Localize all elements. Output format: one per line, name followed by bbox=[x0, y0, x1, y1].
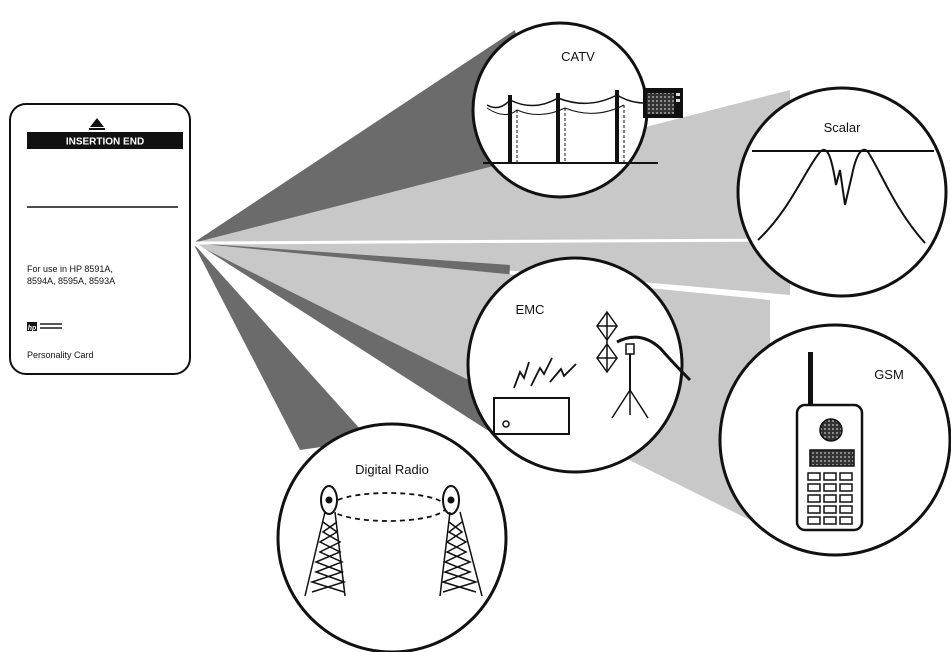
usage-line-1: For use in HP 8591A, bbox=[27, 264, 113, 274]
digital-radio-label: Digital Radio bbox=[355, 462, 429, 477]
insertion-band-label: INSERTION END bbox=[66, 137, 144, 148]
scalar-response-icon bbox=[752, 148, 934, 244]
personality-card: INSERTION END For use in HP 8591A, 8594A… bbox=[9, 103, 191, 375]
hp-logo-icon: hp bbox=[27, 322, 62, 332]
card-caption: Personality Card bbox=[27, 350, 94, 360]
svg-text:hp: hp bbox=[28, 325, 37, 332]
beam-digital-radio bbox=[193, 243, 370, 450]
digital-radio-circle: Digital Radio bbox=[276, 422, 508, 652]
gsm-label: GSM bbox=[874, 367, 904, 382]
emc-label: EMC bbox=[516, 302, 545, 317]
emission-device-icon bbox=[493, 397, 570, 435]
catv-circle: CATV bbox=[471, 21, 683, 199]
scalar-circle: Scalar bbox=[736, 86, 948, 298]
utility-poles-icon bbox=[483, 90, 658, 164]
tv-set-icon bbox=[643, 88, 683, 118]
microwave-link-icon bbox=[320, 485, 460, 522]
antenna-icon bbox=[596, 310, 692, 419]
emc-circle: EMC bbox=[466, 256, 692, 474]
radiation-arrows-icon bbox=[513, 357, 577, 389]
scalar-label: Scalar bbox=[824, 120, 862, 135]
radio-tower-left-icon bbox=[304, 511, 347, 597]
catv-label: CATV bbox=[561, 49, 595, 64]
usage-line-2: 8594A, 8595A, 8593A bbox=[27, 276, 115, 286]
card-body bbox=[9, 103, 191, 375]
gsm-circle: GSM bbox=[718, 323, 951, 557]
mobile-phone-icon bbox=[795, 352, 864, 532]
insertion-arrow-icon bbox=[90, 118, 104, 127]
insertion-band bbox=[27, 132, 183, 149]
radio-tower-right-icon bbox=[439, 511, 483, 597]
